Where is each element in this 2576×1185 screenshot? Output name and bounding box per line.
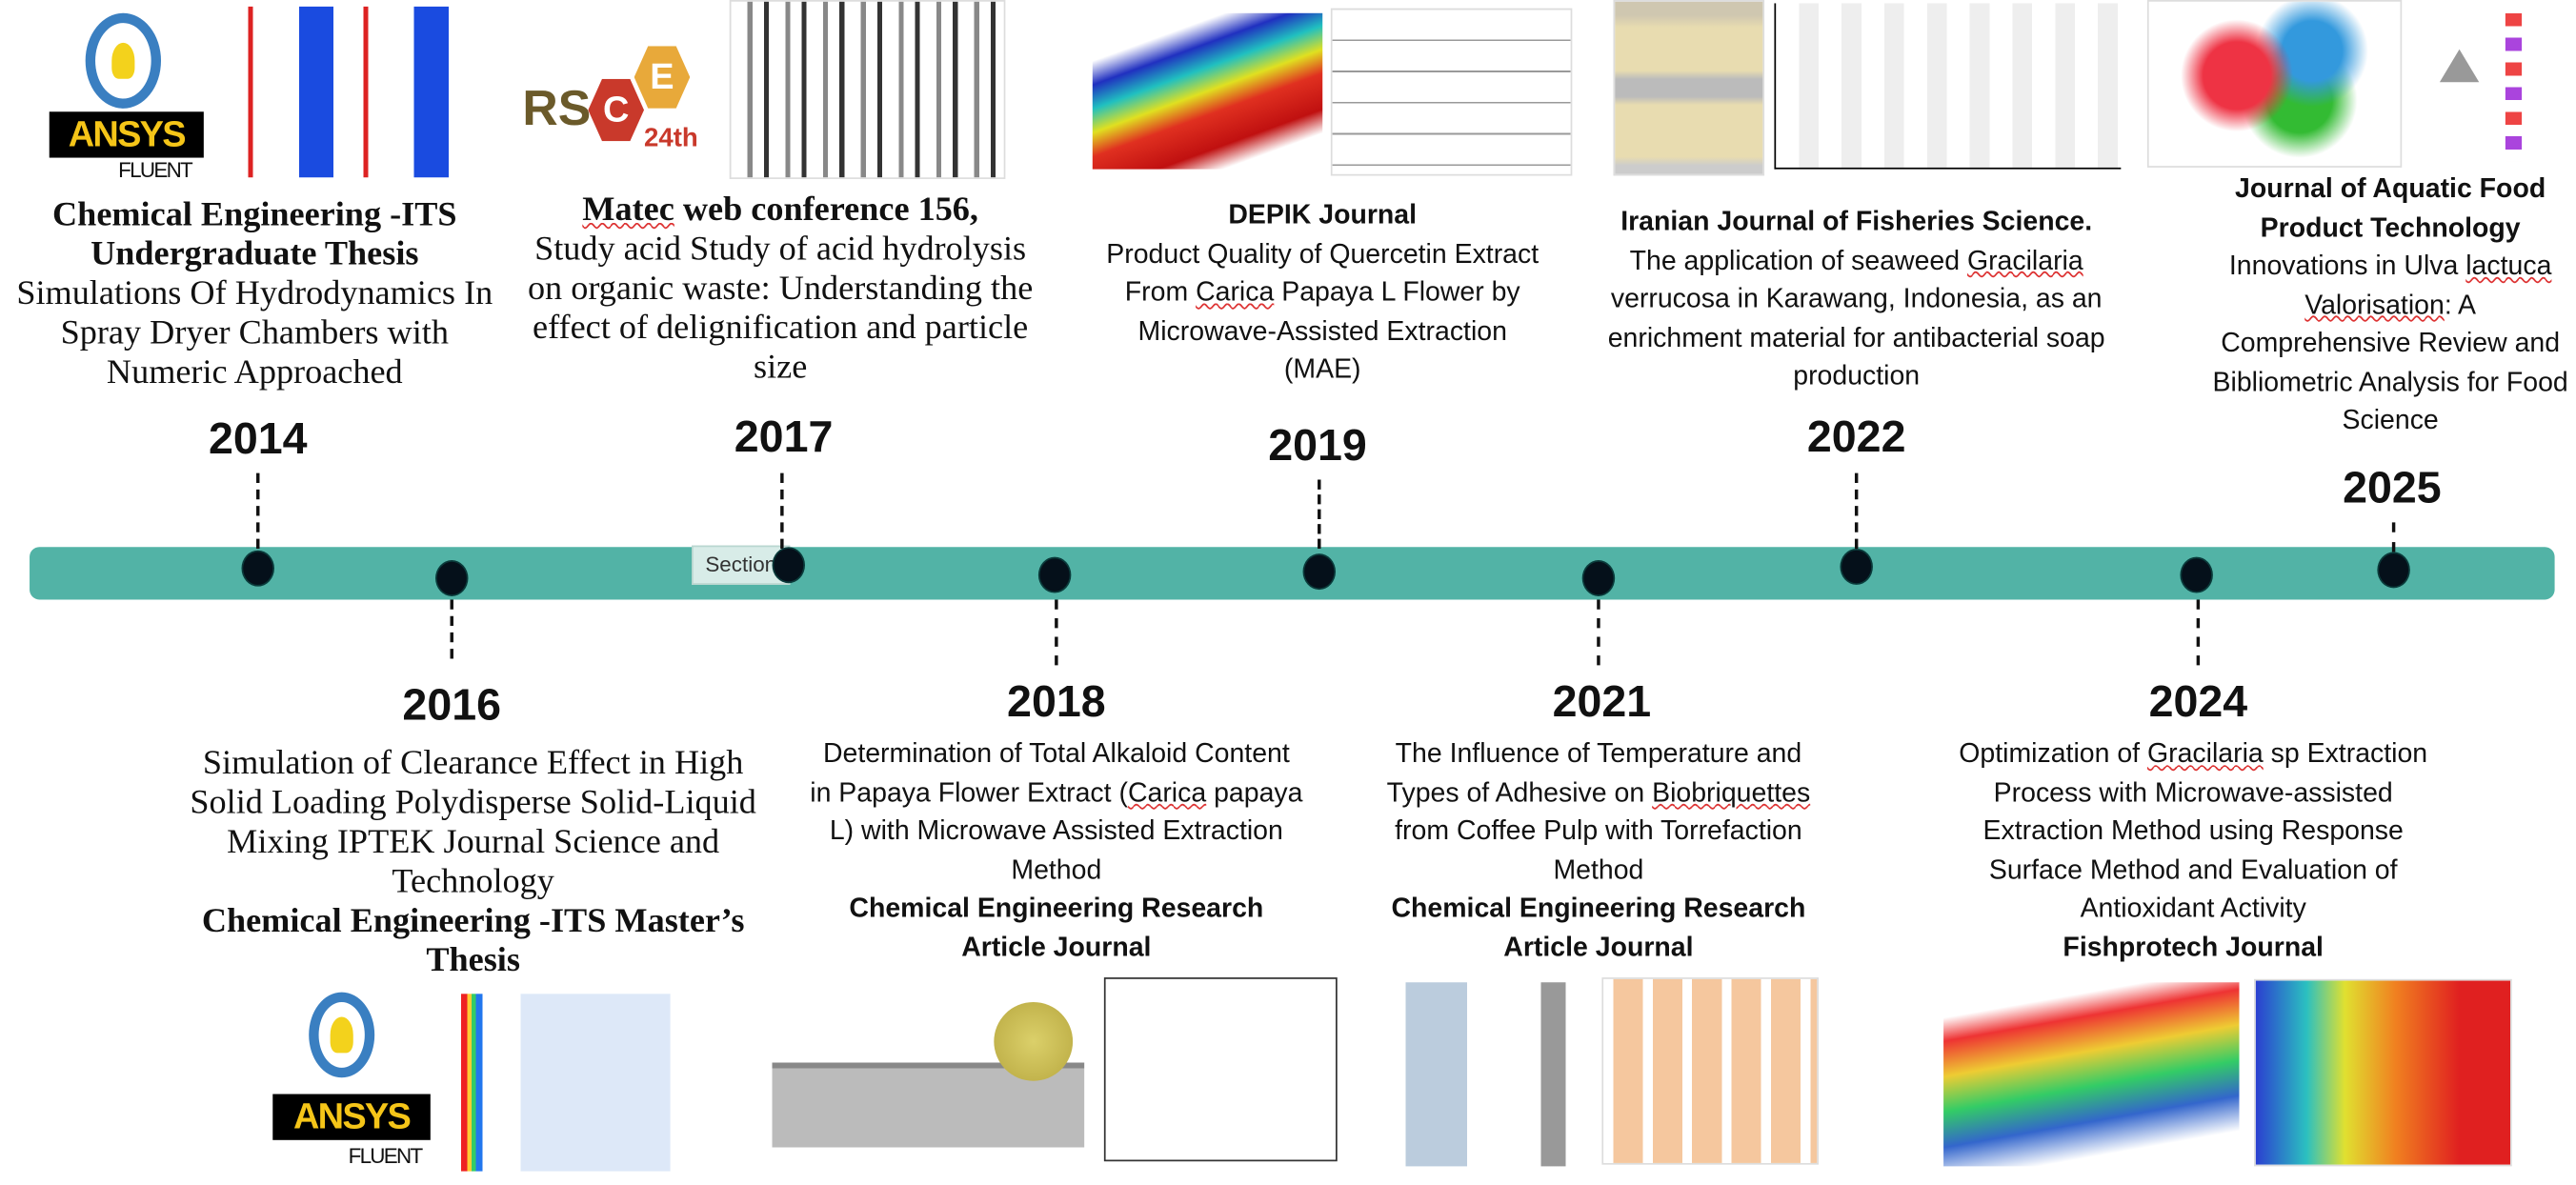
entry-2022-body-sq: Gracilaria: [1966, 245, 2083, 275]
timeline-dot-2014[interactable]: [241, 550, 274, 587]
rsce-edition: 24th: [644, 125, 698, 153]
entry-2021-text: The Influence of Temperature and Types o…: [1377, 736, 1821, 968]
timeline-dot-2018[interactable]: [1037, 556, 1072, 593]
rsce-logo-text: RS: [522, 82, 592, 137]
connector-2019: [1318, 479, 1321, 549]
entry-2019-text: DEPIK Journal Product Quality of Quercet…: [1100, 197, 1544, 391]
timeline-dot-2021[interactable]: [1581, 560, 1616, 596]
entry-2022-text: Iranian Journal of Fisheries Science. Th…: [1585, 204, 2127, 397]
connector-2021: [1597, 599, 1600, 666]
entry-2022-body-a: The application of seaweed: [1629, 245, 1967, 275]
entry-2024-text: Optimization of Gracilaria sp Extraction…: [1947, 736, 2440, 968]
entry-2025-body-a: Innovations in Ulva: [2228, 251, 2466, 281]
connector-2024: [2196, 599, 2201, 666]
timeline-bar: [30, 547, 2555, 600]
entry-2024-body-b: sp Extraction Process with Microwave-ass…: [1982, 739, 2428, 924]
rsce-c-hex: C: [588, 78, 645, 142]
timeline-dot-2025[interactable]: [2377, 552, 2410, 589]
entry-2019-body-b: Papaya L Flower by Microwave-Assisted Ex…: [1137, 277, 1520, 385]
timeline-dot-2019[interactable]: [1302, 553, 1337, 591]
ansys-logo-2: ANSYS: [272, 1094, 431, 1140]
ftir-spectrum-image: [1330, 8, 1573, 176]
entry-2024-title: Fishprotech Journal: [2063, 932, 2324, 962]
entry-2016-title: Chemical Engineering -ITS Master’s Thesi…: [201, 900, 745, 979]
connector-2017: [780, 472, 784, 549]
connector-2025: [2391, 522, 2396, 552]
entry-2022-title: Iranian Journal of Fisheries Science.: [1620, 207, 2093, 237]
fluent-label: FLUENT: [118, 157, 193, 183]
year-2014: 2014: [208, 413, 308, 464]
entry-2019-body-a: Product Quality of Quercetin Extract Fro…: [1106, 238, 1540, 308]
quercetin-surface-plot-image: [1092, 12, 1323, 170]
entry-2017-title-a: Matec: [582, 189, 674, 229]
entry-2022-body-b: verrucosa in Karawang, Indonesia, as an …: [1607, 284, 2105, 392]
timeline-dot-2024[interactable]: [2180, 556, 2213, 593]
rsce-e-hex: E: [634, 46, 691, 109]
fluent-label-2: FLUENT: [348, 1143, 424, 1169]
entry-2016-text: Simulation of Clearance Effect in High S…: [177, 742, 769, 978]
year-2021: 2021: [1552, 676, 1652, 727]
connector-2016: [450, 599, 453, 659]
year-2022: 2022: [1806, 412, 1906, 462]
entry-2021-title: Chemical Engineering Research Article Jo…: [1391, 894, 1806, 962]
year-2018: 2018: [1007, 676, 1106, 727]
timeline-dot-2017[interactable]: [772, 547, 806, 584]
inhibition-zone-bar-chart-image: [1774, 3, 2122, 170]
rsm-surface-plot-image: [1943, 982, 2240, 1167]
entry-2017-body: Study acid Study of acid hydrolysis on o…: [527, 228, 1034, 387]
entry-2019-body-sq: Carica: [1196, 277, 1275, 308]
entry-2024-body-sq: Gracilaria: [2146, 739, 2264, 770]
connector-2018: [1055, 599, 1058, 666]
alkaloid-temperature-chart-image: [1103, 977, 1338, 1162]
entry-2019-title: DEPIK Journal: [1228, 200, 1418, 231]
spray-dryer-contour-image: [230, 6, 460, 178]
year-2017: 2017: [734, 412, 834, 462]
connector-2022: [1854, 472, 1859, 549]
topic-circles-icon: [2505, 12, 2523, 162]
desirability-contour-image: [2254, 978, 2512, 1167]
entry-2021-body-sq: Biobriquettes: [1652, 777, 1811, 808]
entry-2016-body: Simulation of Clearance Effect in High S…: [190, 742, 756, 901]
entry-2014-body: Simulations Of Hydrodynamics In Spray Dr…: [16, 272, 493, 392]
moisture-content-chart-image: [1601, 977, 1820, 1165]
entry-2025-body-sq: lactuca Valorisation: [2304, 251, 2552, 320]
entry-2014-title: Chemical Engineering -ITS Undergraduate …: [52, 193, 457, 273]
entry-2017-title-b: web conference 156,: [674, 189, 978, 229]
vosviewer-network-image: [2146, 0, 2403, 168]
year-2019: 2019: [1268, 420, 1367, 471]
torrefaction-apparatus-image: [1343, 982, 1591, 1167]
year-2024: 2024: [2148, 676, 2248, 727]
ansys-logo: ANSYS: [49, 111, 204, 158]
entry-2018-title: Chemical Engineering Research Article Jo…: [849, 894, 1264, 962]
papaya-flower-image: [994, 1001, 1074, 1081]
entry-2018-body-a: Determination of Total Alkaloid Content …: [810, 739, 1290, 808]
entry-2018-body-sq: Carica: [1127, 777, 1207, 808]
its-logo: [85, 12, 162, 109]
entry-2014-text: Chemical Engineering -ITS Undergraduate …: [9, 193, 501, 391]
year-2025: 2025: [2343, 463, 2442, 513]
timeline-dot-2022[interactable]: [1840, 548, 1873, 585]
entry-2021-body-a: The Influence of Temperature and Types o…: [1386, 739, 1802, 808]
entry-2018-text: Determination of Total Alkaloid Content …: [810, 736, 1302, 968]
year-2016: 2016: [402, 679, 502, 730]
entry-2025-body-b: : A Comprehensive Review and Bibliometri…: [2212, 290, 2568, 435]
entry-2025-title: Journal of Aquatic Food Product Technolo…: [2235, 173, 2546, 243]
acid-hydrolysis-bar-charts-image: [729, 0, 1006, 179]
connector-2014: [256, 472, 260, 549]
entry-2017-text: Matec web conference 156, Study acid Stu…: [517, 189, 1043, 386]
entry-2024-body-a: Optimization of: [1959, 739, 2147, 770]
prism-diagram-icon: [2439, 49, 2480, 83]
timeline-dot-2016[interactable]: [434, 560, 469, 596]
seaweed-soap-photos-image: [1613, 0, 1765, 176]
mixing-velocity-field-image: [456, 994, 671, 1172]
entry-2018-body-b: papaya L) with Microwave Assisted Extrac…: [829, 777, 1303, 885]
entry-2021-body-b: from Coffee Pulp with Torrefaction Metho…: [1395, 816, 1802, 885]
its-logo-2: [309, 992, 375, 1078]
entry-2025-text: Journal of Aquatic Food Product Technolo…: [2209, 171, 2570, 441]
